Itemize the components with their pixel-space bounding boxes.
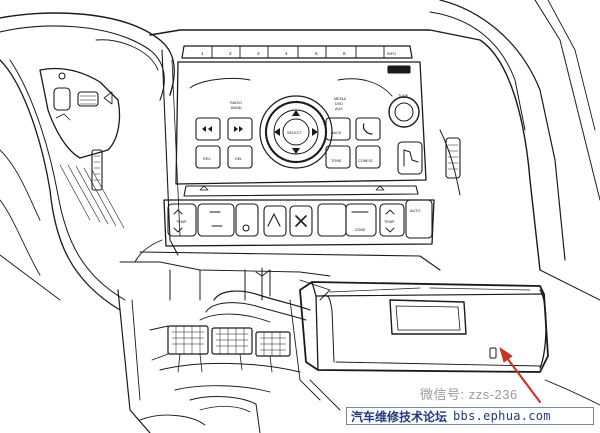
tone-label: TONE [331,159,342,163]
forum-name: 汽车维修技术论坛 [351,409,448,424]
tune-label: TUNE [398,94,409,98]
preset-4-label: 4 [285,51,288,56]
climate-control-panel [134,199,435,263]
preset-3-label: 3 [257,51,260,56]
preset-5-label: 5 [315,51,318,56]
del-label: DEL [235,157,242,161]
preset-1-label: 1 [201,51,204,56]
preset-info-label: INFO [387,52,396,56]
zone-label: ZONE [355,228,366,232]
forum-watermark: 汽车维修技术论坛 bbs.ephua.com [346,407,594,425]
radio-module [299,281,549,373]
radio-head-unit [175,61,427,197]
rec-label: REC [203,157,211,161]
weixin-watermark: 微信号: zzs-236 [420,387,518,402]
radio-band-label: RADIO BAND [230,101,243,110]
config-label: CONFIG [358,159,373,163]
preset-2-label: 2 [229,51,232,56]
media-line2: DVD [335,102,343,106]
media-label: MEDIA DVD AUX [334,97,347,111]
temp-right-label: TEMP [384,220,395,224]
media-line3: AUX [335,107,343,111]
forum-url: bbs.ephua.com [453,409,551,423]
radio-band-line2: BAND [231,106,242,110]
steering-wheel [0,12,176,311]
right-dash-curves [309,269,600,411]
radio-band-line1: RADIO [230,101,242,105]
dash-surround [149,0,600,271]
temp-left-label: TEMP [176,220,187,224]
auto-label: AUTO [410,209,421,213]
select-label: SELECT [287,131,302,135]
preset-button-strip [181,45,413,59]
preset-6-label: 6 [343,51,346,56]
lower-console-wiring [117,251,441,433]
media-line1: MEDIA [334,97,346,101]
pointer-arrow [499,347,542,404]
back-label: BACK [331,131,342,135]
